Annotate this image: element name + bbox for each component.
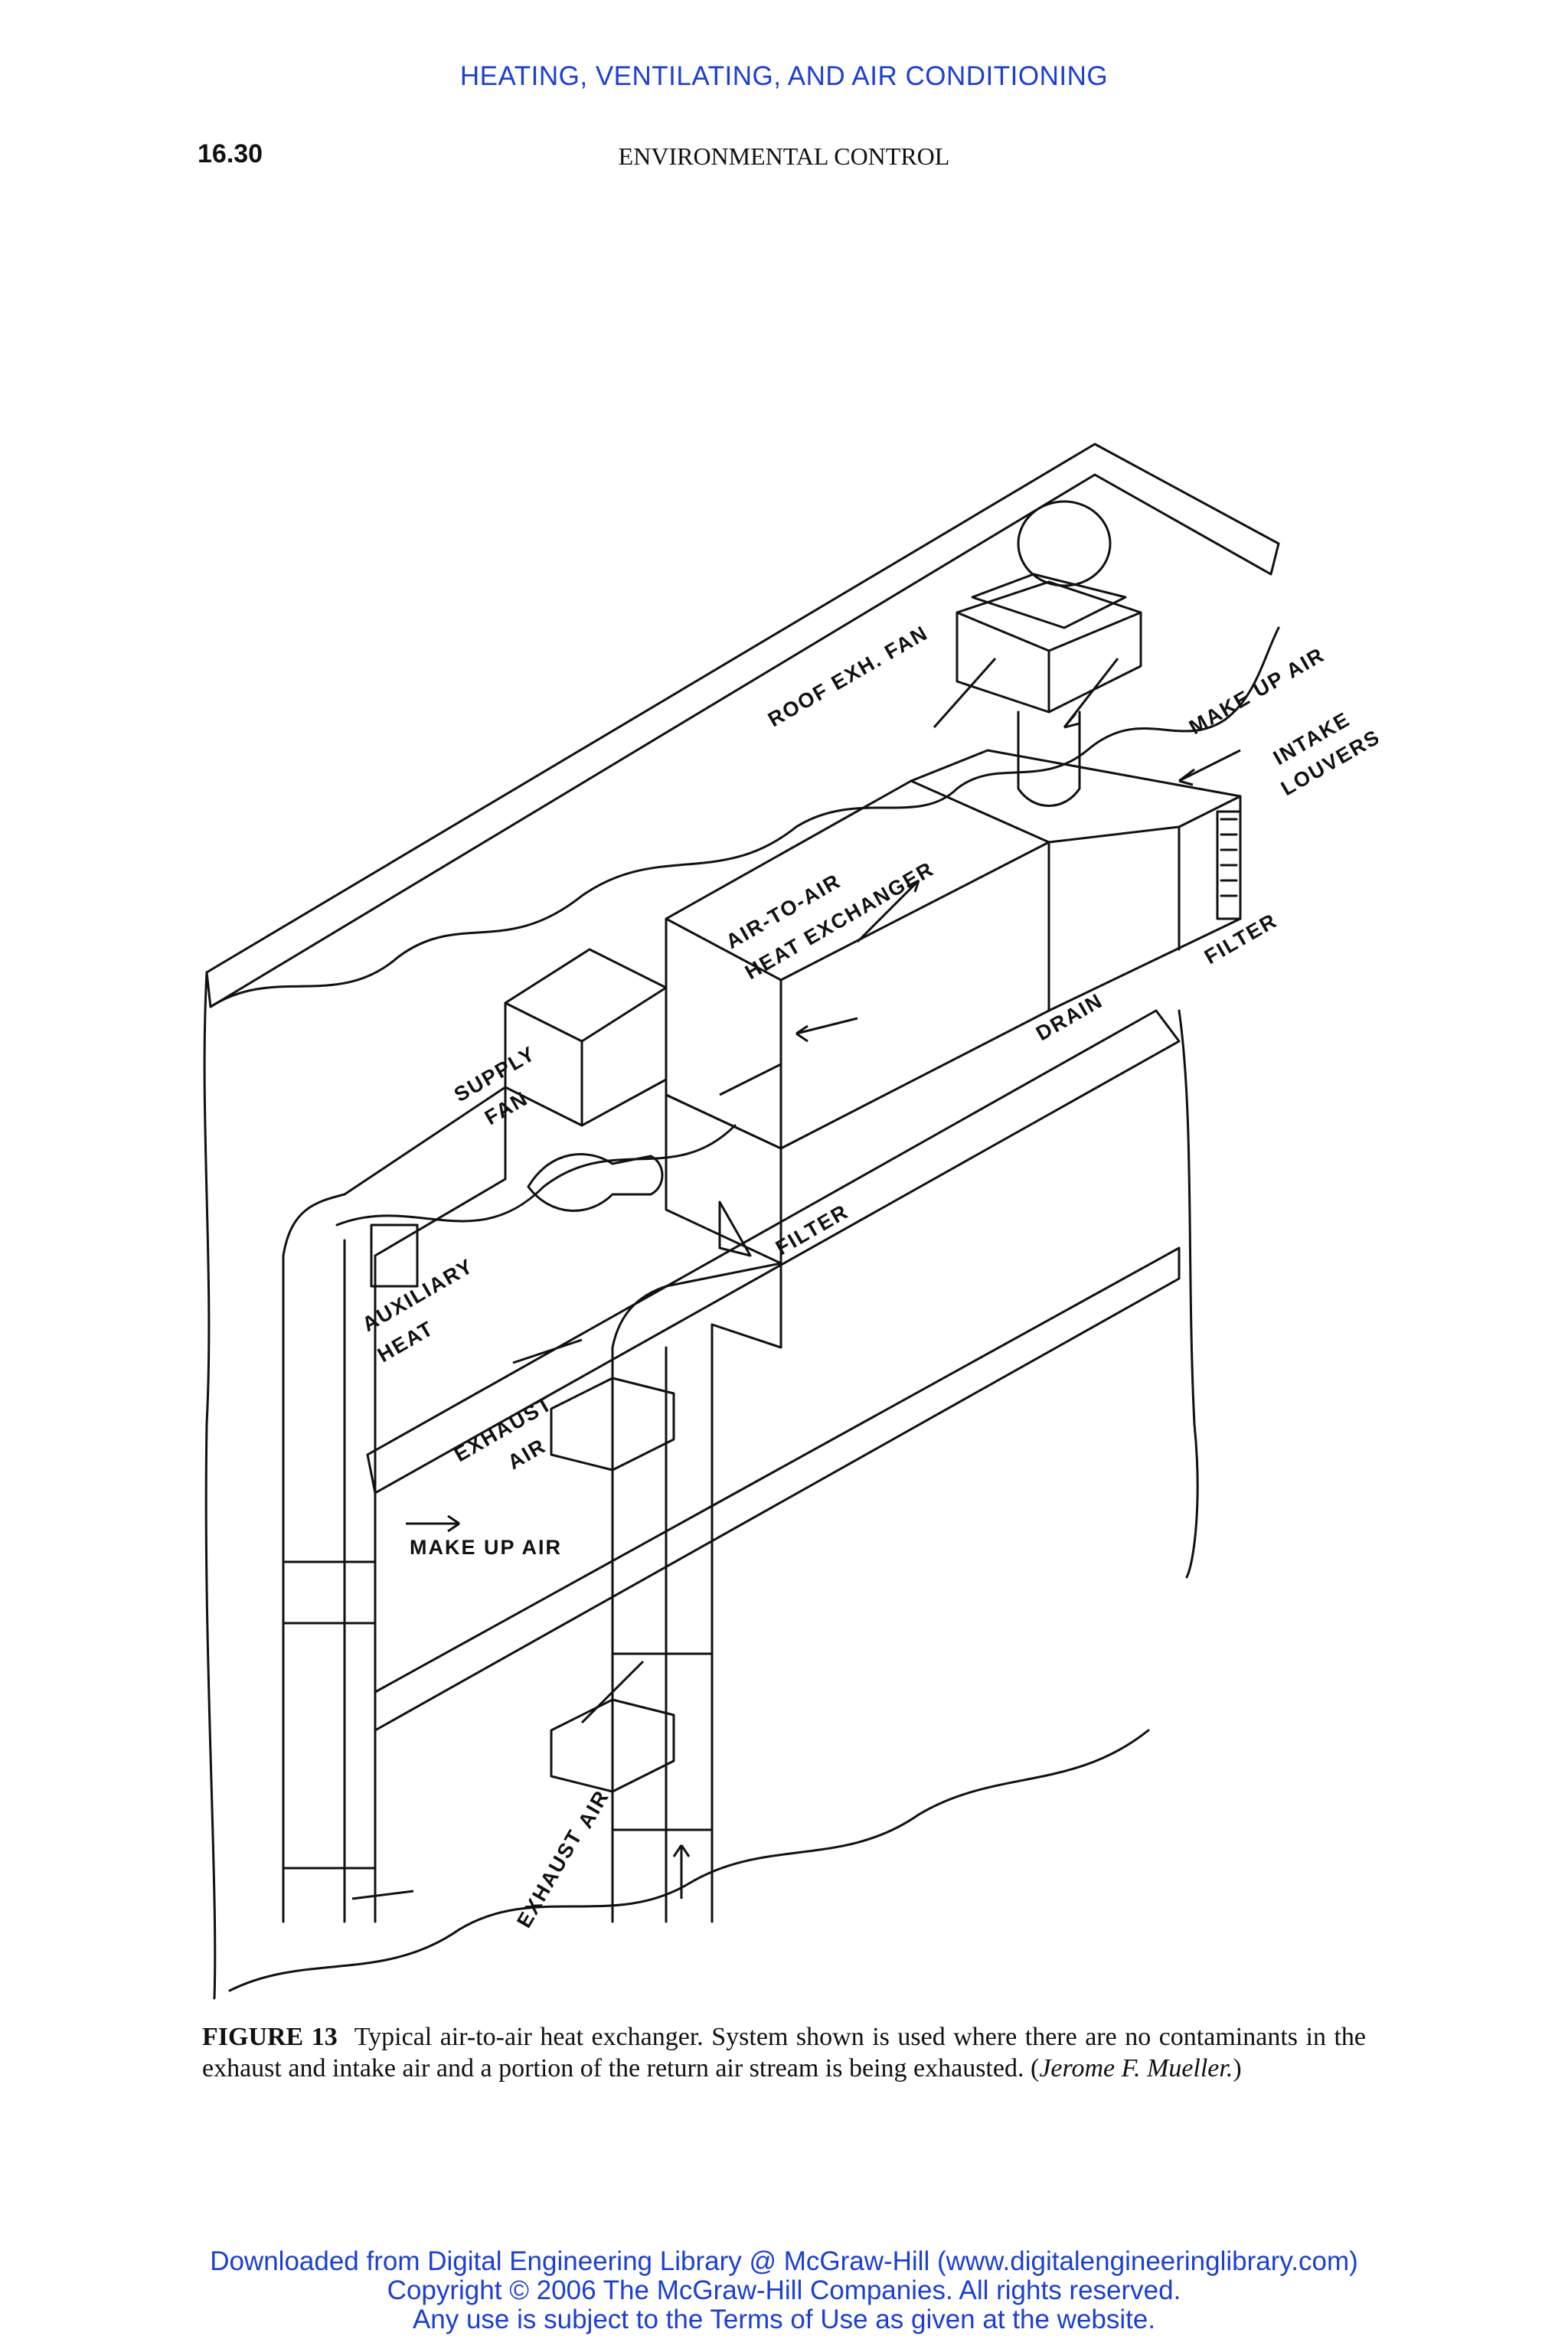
footer-terms-line: Any use is subject to the Terms of Use a… xyxy=(412,2305,1156,2334)
floor-beam-lower xyxy=(374,1246,1181,1732)
heat-exchanger-drawing: ROOF EXH. FAN MAKE UP AIR INTAKE LOUVERS… xyxy=(184,429,1378,2021)
label-roof-exh-fan: ROOF EXH. FAN xyxy=(764,621,932,731)
filter-block xyxy=(665,1093,782,1265)
exhaust-box-low xyxy=(550,1698,675,1793)
roof-fan-stack xyxy=(1017,710,1081,807)
label-exhaust-low: EXHAUST xyxy=(512,1825,586,1932)
caption-figure-id: FIGURE 13 xyxy=(202,2023,338,2051)
wall-break-bottom xyxy=(228,1729,1150,1992)
label-air-mid: AIR xyxy=(504,1434,550,1474)
return-riser xyxy=(611,1323,714,1923)
roof-break-line xyxy=(209,626,1280,1008)
floor-beam xyxy=(366,1009,1181,1494)
intake-duct xyxy=(910,749,1242,1012)
caption-credit: Jerome F. Mueller. xyxy=(1039,2054,1233,2082)
supply-duct xyxy=(282,1086,507,1257)
running-head: HEATING, VENTILATING, AND AIR CONDITIONI… xyxy=(459,61,1109,91)
supply-fan-box xyxy=(504,948,668,1127)
label-drain: DRAIN xyxy=(1032,988,1107,1045)
label-filter-mid: FILTER xyxy=(772,1200,852,1259)
supply-riser xyxy=(282,1239,377,1923)
line-drawing: ROOF EXH. FAN MAKE UP AIR INTAKE LOUVERS… xyxy=(203,443,1378,2000)
section-title: ENVIRONMENTAL CONTROL xyxy=(618,142,950,170)
footer-copyright-line: Copyright © 2006 The McGraw-Hill Compani… xyxy=(387,2275,1181,2305)
roof-fan-curb xyxy=(956,580,1142,714)
footer: Downloaded from Digital Engineering Libr… xyxy=(0,2247,1568,2334)
intake-louvers xyxy=(1216,810,1242,920)
label-make-up-air-top: MAKE UP AIR xyxy=(1185,643,1328,739)
caption-credit-close: ) xyxy=(1233,2054,1242,2082)
right-wall xyxy=(1178,1009,1199,1579)
roof-fan-dome xyxy=(1017,500,1112,587)
label-make-up-air-low: MAKE UP AIR xyxy=(410,1536,562,1559)
caption-text: Typical air-to-air heat exchanger. Syste… xyxy=(202,2023,1366,2082)
exhaust-box-mid xyxy=(550,1377,675,1472)
caption-credit-open: ( xyxy=(1024,2054,1040,2082)
label-air-low: AIR xyxy=(573,1786,613,1832)
auxiliary-heat xyxy=(370,1223,419,1288)
fan-motor xyxy=(527,1153,664,1212)
footer-download-line[interactable]: Downloaded from Digital Engineering Libr… xyxy=(210,2246,1358,2276)
page-number: 16.30 xyxy=(198,139,263,168)
left-wall-edge xyxy=(203,971,217,2000)
